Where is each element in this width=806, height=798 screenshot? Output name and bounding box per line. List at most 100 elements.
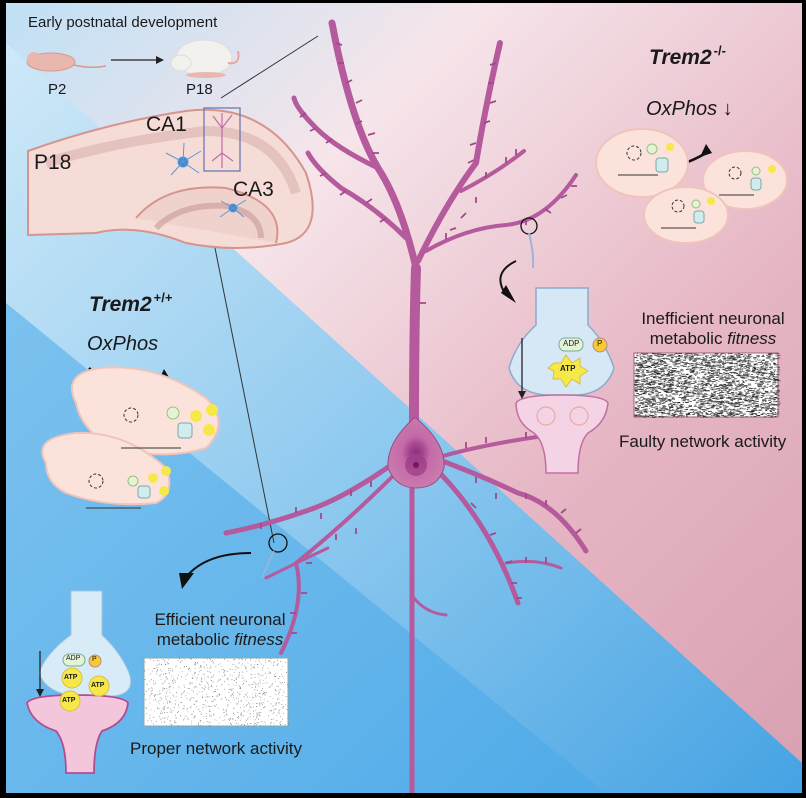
raster-spike <box>666 396 669 398</box>
raster-spike <box>174 680 176 682</box>
raster-spike <box>680 409 683 411</box>
raster-spike <box>693 368 696 369</box>
raster-spike <box>774 369 776 371</box>
raster-spike <box>706 361 710 363</box>
raster-spike <box>729 410 732 412</box>
raster-spike <box>670 361 674 363</box>
raster-spike <box>746 392 750 394</box>
raster-spike <box>228 689 230 691</box>
raster-spike <box>768 416 772 418</box>
raster-spike <box>260 663 262 665</box>
raster-spike <box>765 363 768 365</box>
raster-spike <box>656 363 658 364</box>
raster-spike <box>656 366 660 367</box>
raster-spike <box>260 699 262 701</box>
raster-spike <box>168 668 170 669</box>
raster-spike <box>693 392 696 394</box>
raster-spike <box>774 392 778 394</box>
raster-spike <box>637 408 640 410</box>
raster-spike <box>716 389 718 391</box>
raster-spike <box>249 697 250 698</box>
raster-spike <box>286 709 288 711</box>
raster-spike <box>643 375 647 376</box>
raster-spike <box>266 676 267 678</box>
raster-spike <box>179 715 181 717</box>
raster-spike <box>200 684 202 686</box>
raster-spike <box>149 702 151 704</box>
raster-spike <box>702 377 706 379</box>
raster-spike <box>144 715 145 717</box>
raster-spike <box>724 386 727 387</box>
raster-spike <box>762 407 766 409</box>
raster-spike <box>710 401 714 403</box>
raster-spike <box>643 362 646 363</box>
raster-spike <box>649 387 651 389</box>
raster-spike <box>255 693 257 695</box>
raster-spike <box>720 401 724 403</box>
raster-spike <box>664 366 667 368</box>
raster-spike <box>760 414 764 415</box>
raster-spike <box>656 361 659 363</box>
raster-spike <box>666 416 669 418</box>
raster-spike <box>770 371 772 372</box>
raster-spike <box>725 410 728 412</box>
raster-spike <box>646 375 648 376</box>
raster-spike <box>635 396 638 398</box>
raster-spike <box>663 398 666 400</box>
raster-spike <box>237 703 239 704</box>
raster-spike <box>685 354 687 356</box>
raster-spike <box>711 395 715 397</box>
raster-spike <box>241 670 243 672</box>
raster-spike <box>282 706 283 708</box>
raster-spike <box>643 386 648 388</box>
raster-spike <box>675 384 679 386</box>
raster-spike <box>751 378 755 380</box>
raster-spike <box>749 398 753 400</box>
raster-spike <box>727 355 731 357</box>
raster-spike <box>750 413 754 415</box>
raster-spike <box>671 396 674 398</box>
raster-spike <box>724 376 727 378</box>
raster-spike <box>207 683 209 685</box>
raster-spike <box>754 405 756 407</box>
raster-spike <box>684 396 688 397</box>
raster-spike <box>738 392 742 394</box>
raster-spike <box>750 405 752 407</box>
raster-spike <box>679 390 683 391</box>
raster-spike <box>276 715 278 716</box>
raster-spike <box>656 393 658 395</box>
raster-spike <box>744 377 749 379</box>
raster-spike <box>770 373 773 375</box>
raster-spike <box>705 358 708 360</box>
raster-spike <box>680 392 683 394</box>
raster-spike <box>733 414 738 415</box>
raster-spike <box>775 394 778 395</box>
raster-spike <box>772 398 775 400</box>
raster-spike <box>206 716 208 717</box>
raster-spike <box>683 398 686 400</box>
raster-spike <box>770 385 773 387</box>
raster-spike <box>755 398 759 400</box>
raster-spike <box>668 416 671 418</box>
raster-spike <box>279 682 281 683</box>
raster-spike <box>682 407 684 409</box>
raster-spike <box>255 702 257 704</box>
raster-spike <box>269 671 270 673</box>
raster-spike <box>275 704 277 706</box>
raster-spike <box>678 378 682 380</box>
raster-spike <box>684 364 687 366</box>
raster-spike <box>766 407 769 409</box>
raster-spike <box>195 700 196 702</box>
raster-spike <box>669 369 673 371</box>
raster-spike <box>717 413 721 414</box>
raster-spike <box>717 369 720 371</box>
raster-spike <box>280 716 281 717</box>
raster-spike <box>708 384 712 385</box>
raster-spike <box>643 375 645 377</box>
raster-spike <box>732 381 735 382</box>
raster-spike <box>642 369 645 371</box>
raster-spike <box>263 707 264 708</box>
raster-spike <box>277 663 279 665</box>
raster-spike <box>151 687 153 689</box>
raster-spike <box>153 668 155 669</box>
